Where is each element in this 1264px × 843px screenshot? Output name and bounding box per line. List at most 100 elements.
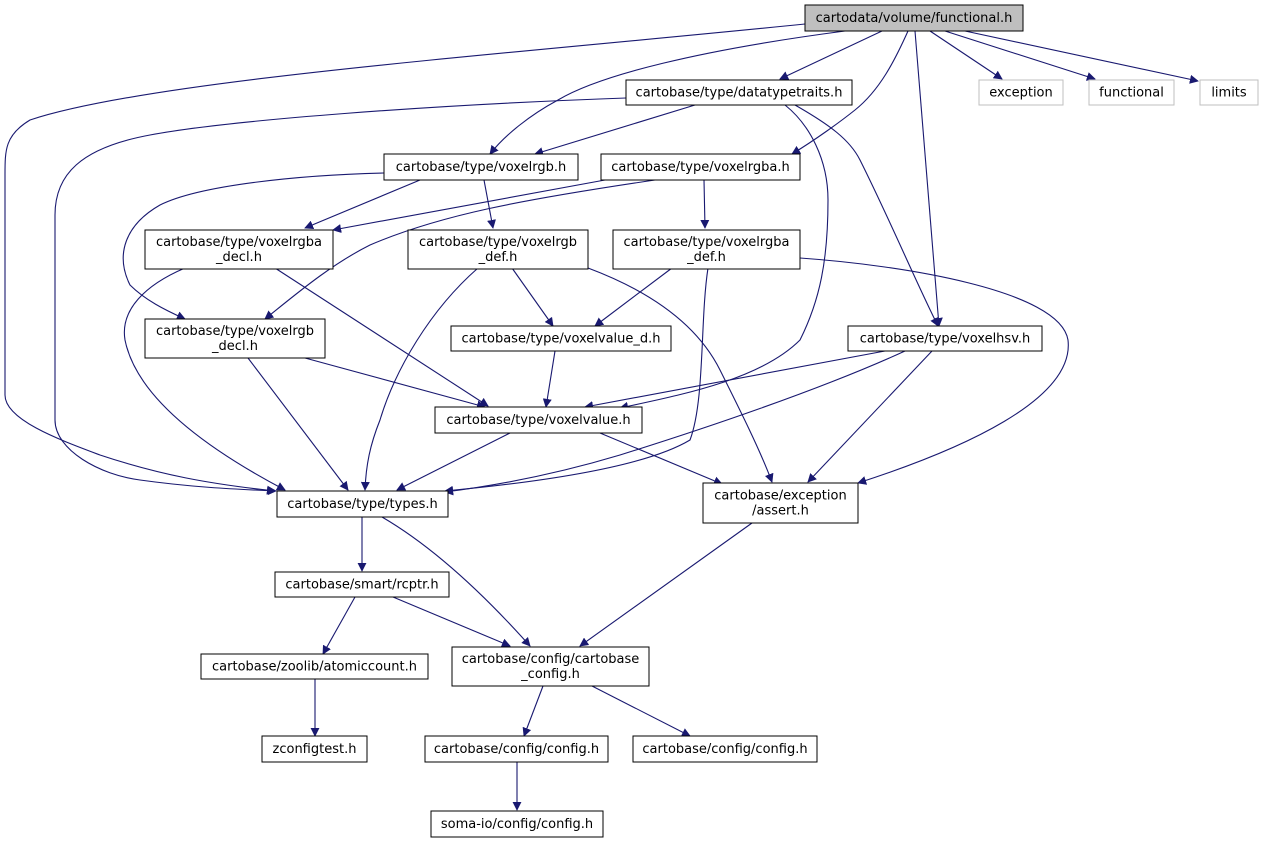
edge-root-to-voxelhsv (914, 30, 943, 327)
node-box (430, 810, 604, 838)
node-label: cartobase/zoolib/atomiccount.h (212, 660, 417, 675)
node-label: cartobase/type/voxelrgb (156, 324, 314, 339)
node-label: exception (989, 86, 1053, 101)
edge-voxelhsv-to-types (444, 350, 906, 496)
node-label: cartobase/type/voxelhsv.h (860, 332, 1031, 347)
node-voxelrgb-def[interactable]: cartobase/type/voxelrgb_def.h (407, 229, 589, 270)
edge-types-to-cartobase-config (381, 516, 531, 647)
edge-voxelhsv-to-assert (807, 350, 933, 483)
node-label: _decl.h (211, 339, 258, 354)
edge-voxelvalue-d-to-voxelvalue (542, 350, 556, 408)
node-box (600, 153, 801, 181)
node-label: cartobase/config/cartobase (462, 652, 640, 667)
node-voxelrgba[interactable]: cartobase/type/voxelrgba.h (600, 153, 801, 181)
edge-root-to-limits (964, 30, 1199, 84)
edge-voxelvalue-to-types (396, 432, 511, 491)
node-voxelrgba-def[interactable]: cartobase/type/voxelrgba_def.h (612, 229, 801, 270)
node-label: cartodata/volume/functional.h (816, 11, 1013, 26)
node-exception[interactable]: exception (978, 79, 1064, 106)
edge-voxelrgb-to-voxelrgb-decl (122, 172, 385, 320)
node-root[interactable]: cartodata/volume/functional.h (804, 4, 1024, 32)
node-voxelrgb[interactable]: cartobase/type/voxelrgb.h (383, 153, 579, 181)
node-box (144, 229, 334, 270)
node-box (144, 318, 326, 359)
node-box (407, 229, 589, 270)
edge-voxelhsv-to-voxelvalue (584, 350, 886, 410)
node-box (274, 571, 450, 598)
edges (4, 23, 1199, 811)
node-label: cartobase/type/types.h (287, 497, 437, 512)
edge-voxelrgba-decl-to-types (123, 267, 286, 491)
node-voxelhsv[interactable]: cartobase/type/voxelhsv.h (847, 325, 1043, 352)
node-label: limits (1211, 86, 1247, 101)
node-box (200, 653, 429, 680)
node-box (276, 490, 449, 518)
node-label: zconfigtest.h (273, 742, 357, 757)
node-label: _def.h (478, 250, 518, 265)
edge-voxelrgb-decl-to-voxelvalue (304, 357, 486, 410)
node-label: cartobase/type/datatypetraits.h (636, 86, 843, 101)
node-voxelvalue[interactable]: cartobase/type/voxelvalue.h (434, 406, 643, 434)
edge-voxelrgba-def-to-types (444, 267, 709, 495)
node-zconfigtest[interactable]: zconfigtest.h (261, 735, 368, 763)
node-label: _config.h (520, 667, 580, 682)
edge-datatypetraits-to-voxelhsv (794, 104, 939, 327)
node-box (1088, 79, 1175, 106)
edge-voxelrgb-def-to-types (360, 267, 479, 491)
edge-voxelrgb-def-to-assert (587, 267, 774, 483)
node-box (261, 735, 368, 763)
node-atomiccount[interactable]: cartobase/zoolib/atomiccount.h (200, 653, 429, 680)
node-box (383, 153, 579, 181)
node-voxelvalue-d[interactable]: cartobase/type/voxelvalue_d.h (450, 325, 672, 352)
node-box (450, 325, 672, 352)
node-cartobase-config[interactable]: cartobase/config/cartobase_config.h (451, 646, 650, 687)
node-config1[interactable]: cartobase/config/config.h (424, 735, 609, 763)
node-label: cartobase/exception (714, 489, 846, 504)
node-label: _decl.h (215, 250, 262, 265)
node-box (612, 229, 801, 270)
edge-voxelrgb-to-voxelrgba-decl (304, 179, 421, 230)
node-box (434, 406, 643, 434)
node-label: cartobase/type/voxelrgba.h (611, 160, 789, 175)
node-voxelrgb-decl[interactable]: cartobase/type/voxelrgb_decl.h (144, 318, 326, 359)
edge-root-to-types (4, 23, 806, 495)
node-config2[interactable]: cartobase/config/config.h (632, 735, 818, 763)
edge-voxelrgb-def-to-voxelvalue-d (511, 267, 554, 327)
node-label: cartobase/type/voxelvalue.h (446, 413, 630, 428)
node-assert[interactable]: cartobase/exception/assert.h (702, 482, 859, 524)
edge-cartobase-config-to-config1 (522, 685, 544, 737)
edge-voxelrgba-to-voxelrgb-decl (264, 179, 656, 320)
edge-voxelrgba-to-voxelrgba-decl (332, 179, 606, 233)
edge-datatypetraits-to-voxelvalue (619, 104, 829, 411)
node-label: functional (1099, 86, 1164, 101)
node-box (625, 79, 853, 106)
edge-voxelrgba-def-to-assert (799, 257, 1069, 485)
node-label: cartobase/type/voxelrgba (156, 235, 322, 250)
edge-datatypetraits-to-types (54, 97, 627, 496)
node-box (424, 735, 609, 763)
node-label: cartobase/type/voxelrgb (419, 235, 577, 250)
nodes: cartodata/volume/functional.h cartobase/t… (144, 4, 1259, 838)
node-types[interactable]: cartobase/type/types.h (276, 490, 449, 518)
node-label: cartobase/type/voxelrgba (623, 235, 789, 250)
node-functional[interactable]: functional (1088, 79, 1175, 106)
edge-datatypetraits-to-voxelrgb (534, 104, 696, 156)
node-rcptr[interactable]: cartobase/smart/rcptr.h (274, 571, 450, 598)
node-somaio-config[interactable]: soma-io/config/config.h (430, 810, 604, 838)
node-voxelrgba-decl[interactable]: cartobase/type/voxelrgba_decl.h (144, 229, 334, 270)
node-datatypetraits[interactable]: cartobase/type/datatypetraits.h (625, 79, 853, 106)
edge-voxelrgba-decl-to-voxelvalue (274, 267, 489, 407)
node-label: cartobase/config/config.h (434, 742, 599, 757)
node-label: cartobase/config/config.h (642, 742, 807, 757)
node-box (451, 646, 650, 687)
edge-rcptr-to-atomiccount (322, 596, 356, 655)
node-box (1199, 79, 1259, 106)
edge-voxelrgba-def-to-voxelvalue-d (594, 267, 673, 327)
edge-voxelrgb-to-voxelrgb-def (483, 179, 496, 229)
edge-voxelrgb-decl-to-types (247, 357, 349, 491)
node-box (702, 482, 859, 524)
node-label: /assert.h (752, 504, 809, 519)
node-label: cartobase/smart/rcptr.h (285, 578, 438, 593)
node-limits[interactable]: limits (1199, 79, 1259, 106)
